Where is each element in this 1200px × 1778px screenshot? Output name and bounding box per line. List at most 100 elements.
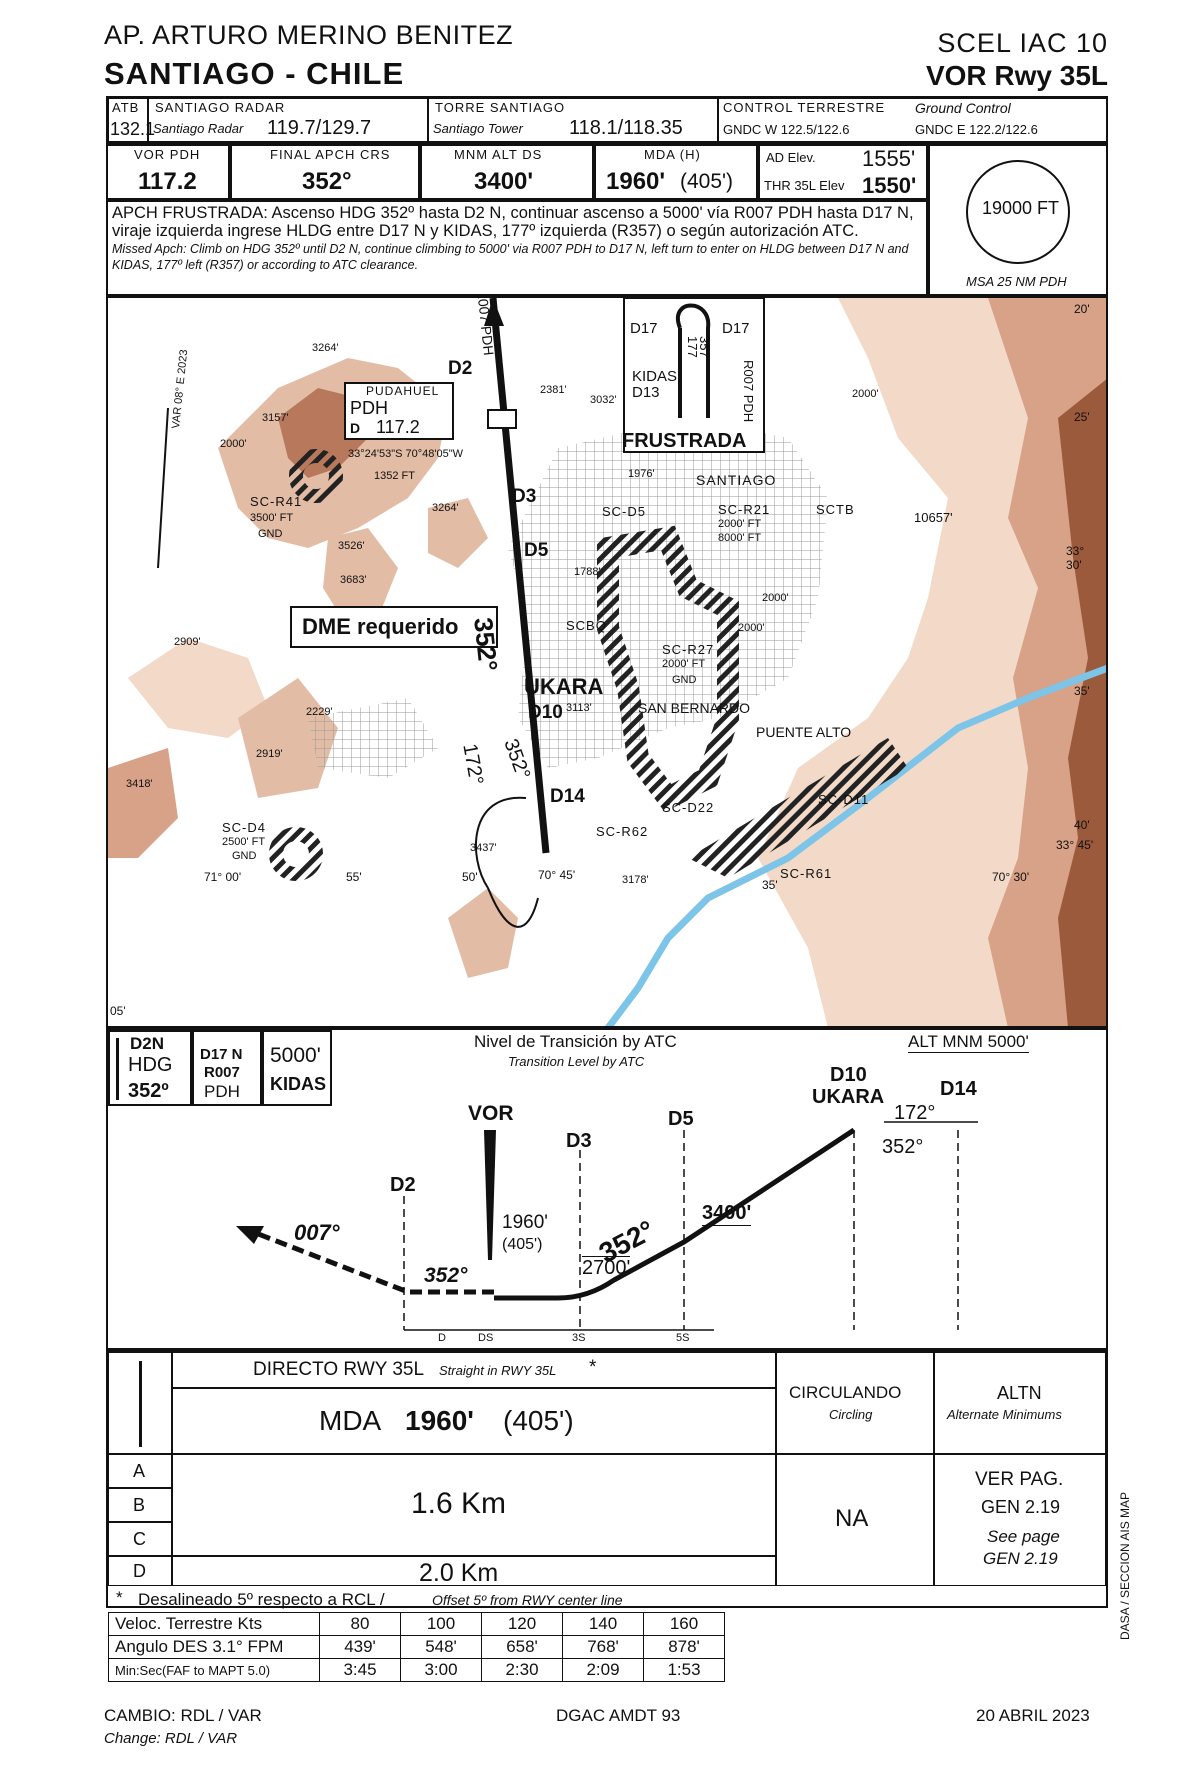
procedure-turn <box>474 796 539 928</box>
change-en: Change: RDL / VAR <box>104 1730 238 1747</box>
msa-alt: 19000 FT <box>982 198 1060 218</box>
straight-header: DIRECTO RWY 35L Straight in RWY 35L * <box>172 1352 776 1388</box>
profile-352-return: 352° <box>882 1136 924 1158</box>
table-row: Min:Sec(FAF to MAPT 5.0) 3:45 3:00 2:30 … <box>108 1658 725 1682</box>
scr27-alt: 2000' FT <box>662 658 706 670</box>
profile-007: 007° <box>294 1220 340 1245</box>
descent-path <box>494 1127 856 1301</box>
mda-label: MDA (H) <box>644 147 701 162</box>
mda-value: 1960' <box>606 168 666 195</box>
msa-box: 19000 FT MSA 25 NM PDH <box>928 144 1108 296</box>
lon-4: 50' <box>462 870 478 884</box>
lat-1: 20' <box>1074 302 1090 316</box>
vor-coords: 33°24'53"S 70°48'05"W <box>348 448 463 460</box>
altn-gen: GEN 2.19 <box>981 1497 1061 1517</box>
hold-r007: R007 PDH <box>741 360 756 423</box>
mda-cell: MDA 1960' (405') <box>172 1388 776 1454</box>
circling-val-cell: NA <box>776 1454 934 1586</box>
circling-val: NA <box>835 1505 869 1532</box>
contour-4: 2000' <box>762 592 789 604</box>
procedure-title: VOR Rwy 35L <box>925 60 1108 91</box>
elev-8: 3526' <box>338 540 365 552</box>
profile-3400: 3400' <box>702 1202 752 1226</box>
city-name: SANTIAGO - CHILE <box>104 56 405 91</box>
profile-d14: D14 <box>940 1078 977 1100</box>
radar-label: SANTIAGO RADAR <box>155 100 286 115</box>
thr-elev: 1550' <box>862 173 917 198</box>
note-star: * <box>116 1588 123 1607</box>
scr27-label: SC-R27 <box>662 642 715 657</box>
area-sc-d11 <box>688 738 908 878</box>
tower-name: Santiago Tower <box>433 121 523 136</box>
circling-es: CIRCULANDO <box>789 1383 902 1402</box>
straight-en: Straight in RWY 35L <box>439 1363 557 1378</box>
fix-d5: D5 <box>524 540 549 561</box>
table-row: Veloc. Terrestre Kts 80 100 120 140 160 <box>108 1612 725 1636</box>
scale-d: D <box>438 1332 446 1344</box>
straight-star: * <box>589 1357 597 1378</box>
dme-note: DME requerido <box>302 614 459 639</box>
elev-6: 1976' <box>628 468 655 480</box>
table-cell: 658' <box>481 1635 563 1659</box>
elev-11: 2909' <box>174 636 201 648</box>
terrain-east-high <box>1058 379 1106 1026</box>
ma-r007: R007 <box>204 1064 240 1081</box>
approach-lights-icon <box>139 1361 142 1447</box>
missed-approach-box: APCH FRUSTRADA: Ascenso HDG 352º hasta D… <box>106 200 928 296</box>
profile-mda-h: (405') <box>502 1236 543 1253</box>
altn-ver-pag: VER PAG. <box>975 1469 1064 1490</box>
minima-mda: MDA <box>319 1405 382 1436</box>
date: 20 ABRIL 2023 <box>976 1706 1090 1725</box>
cat-b: B <box>133 1495 146 1515</box>
elev-5: 1352 FT <box>374 470 415 482</box>
scale-3s: 3S <box>572 1332 586 1344</box>
table-cell: 160 <box>643 1612 725 1636</box>
table-cell: 80 <box>319 1612 401 1636</box>
missed-step-3: 5000' KIDAS <box>262 1030 332 1106</box>
table-cell: Min:Sec(FAF to MAPT 5.0) <box>108 1658 320 1682</box>
area-sc-r41 <box>289 449 343 503</box>
lat-6: 33° 45' <box>1056 838 1094 852</box>
scd4-label: SC-D4 <box>222 820 267 835</box>
altn-es: ALTN <box>997 1383 1042 1403</box>
elev-9: 3683' <box>340 574 367 586</box>
table-cell: 2:30 <box>481 1658 563 1682</box>
vis-abc-cell: 1.6 Km <box>172 1454 776 1556</box>
ad-elev-label: AD Elev. <box>766 150 816 165</box>
altn-see-page: See page <box>987 1527 1060 1546</box>
missed-approach-en: Missed Apch: Climb on HDG 352º until D2 … <box>112 242 909 272</box>
profile-352-missed: 352° <box>424 1264 468 1287</box>
table-cell: 439' <box>319 1635 401 1659</box>
elev-13: 2919' <box>256 748 283 760</box>
terrain-south <box>448 888 518 978</box>
chart-code: SCEL IAC 10 <box>937 28 1108 58</box>
altn-en: Alternate Minimums <box>947 1407 1062 1422</box>
ma-hdg-val: 352º <box>128 1080 169 1102</box>
missed-arrow-icon <box>236 1226 264 1244</box>
variation-arrow <box>157 407 169 569</box>
scr21-label: SC-R21 <box>718 502 771 517</box>
vor-info-box: PUDAHUEL PDH D 117.2 <box>344 382 454 440</box>
elev-10: 1788' <box>574 566 601 578</box>
dme-note-box: DME requerido <box>290 606 498 648</box>
profile-vor: VOR <box>468 1102 514 1125</box>
radar-name: Santiago Radar <box>153 121 244 136</box>
cat-a: A <box>133 1461 146 1481</box>
profile-d5: D5 <box>668 1108 694 1130</box>
scr61-label: SC-R61 <box>780 866 833 881</box>
vis-abc: 1.6 Km <box>411 1487 507 1520</box>
vor-symbol <box>487 409 517 429</box>
elev-12: 2229' <box>306 706 333 718</box>
ma-hdg: HDG <box>128 1054 173 1076</box>
transition-es: Nivel de Transición by ATC <box>474 1032 677 1051</box>
profile-172: 172° <box>894 1102 936 1124</box>
vis-d-cell: 2.0 Km <box>172 1556 776 1587</box>
straight-es: DIRECTO RWY 35L <box>253 1359 425 1380</box>
ground-e: GNDC E 122.2/122.6 <box>915 122 1038 137</box>
minima-mda-h: (405') <box>503 1405 574 1436</box>
santiago-label: SANTIAGO <box>696 472 777 488</box>
san-bernardo-label: SAN BERNARDO <box>638 700 751 716</box>
sctb-label: SCTB <box>816 502 855 517</box>
profile-d10: D10 <box>830 1064 867 1086</box>
table-cell: 878' <box>643 1635 725 1659</box>
